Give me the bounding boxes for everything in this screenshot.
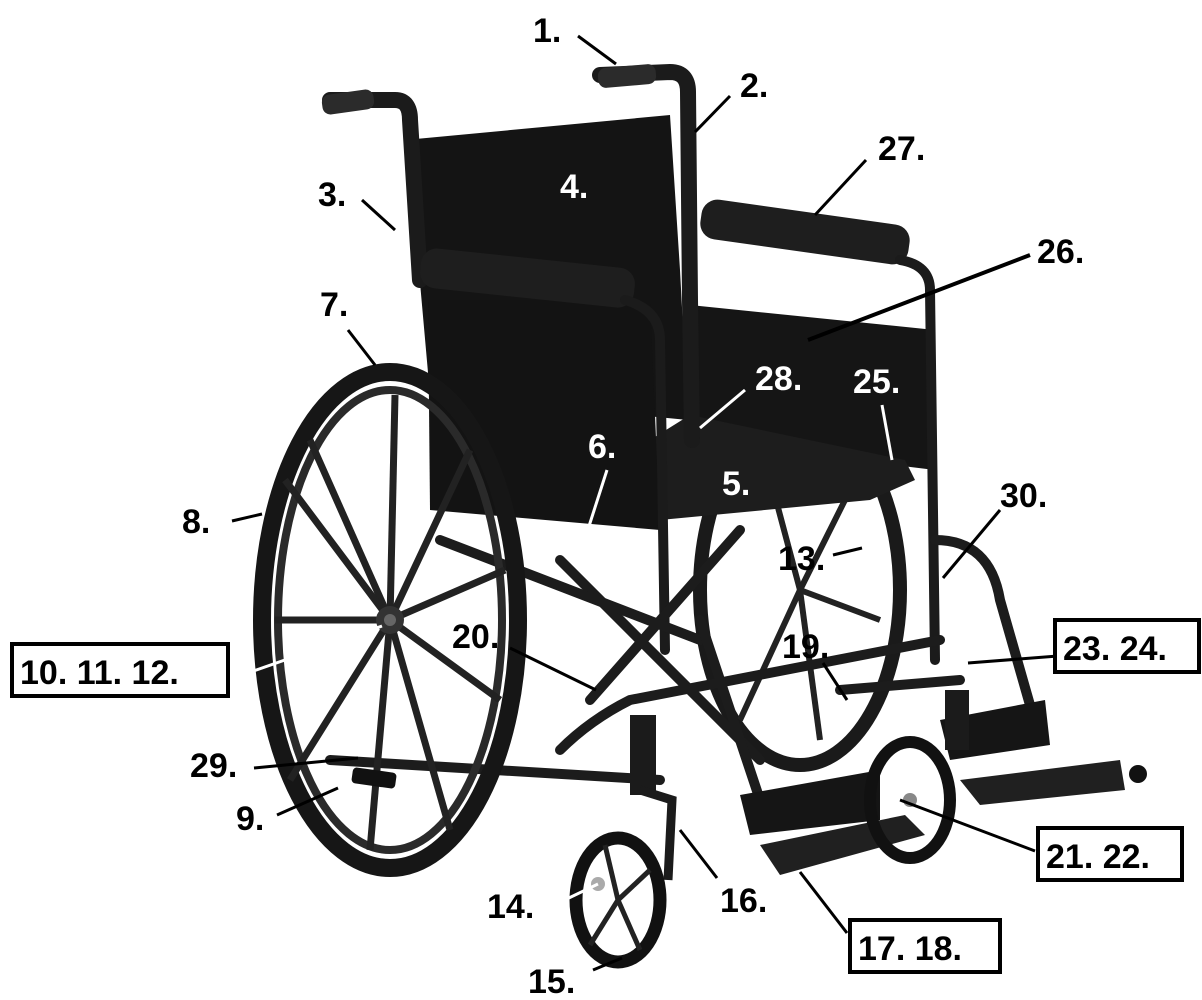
near-caster bbox=[576, 715, 672, 962]
callout-7: 7. bbox=[320, 286, 348, 324]
callout-13: 13. bbox=[778, 540, 825, 578]
callout-26: 26. bbox=[1037, 233, 1084, 271]
callout-1: 1. bbox=[533, 12, 561, 50]
far-footplate bbox=[960, 760, 1125, 805]
callout-19: 19. bbox=[782, 628, 829, 666]
leader-27 bbox=[815, 160, 866, 215]
callout-30: 30. bbox=[1000, 477, 1047, 515]
far-armrest-pad bbox=[698, 198, 912, 267]
leader-2 bbox=[695, 96, 730, 132]
callout-6: 6. bbox=[588, 428, 616, 466]
callout-14: 14. bbox=[487, 888, 534, 926]
callout-4: 4. bbox=[560, 168, 588, 206]
callout-25: 25. bbox=[853, 363, 900, 401]
leader-17-18 bbox=[800, 872, 847, 933]
callout-8: 8. bbox=[182, 503, 210, 541]
callout-3: 3. bbox=[318, 176, 346, 214]
callout-28: 28. bbox=[755, 360, 802, 398]
callout-23-24: 23. 24. bbox=[1063, 630, 1167, 668]
callout-2: 2. bbox=[740, 67, 768, 105]
callout-27: 27. bbox=[878, 130, 925, 168]
leader-8 bbox=[232, 514, 262, 521]
callout-20: 20. bbox=[452, 618, 499, 656]
leader-3 bbox=[362, 200, 395, 230]
leader-13 bbox=[833, 548, 862, 555]
callout-10-11-12: 10. 11. 12. bbox=[20, 654, 179, 692]
leader-16 bbox=[680, 830, 717, 878]
callout-29: 29. bbox=[190, 747, 237, 785]
callout-9: 9. bbox=[236, 800, 264, 838]
footrest-release-knob bbox=[1129, 765, 1147, 783]
leader-1 bbox=[578, 36, 616, 64]
footrest-hangers bbox=[700, 540, 1040, 800]
leader-7 bbox=[348, 330, 375, 365]
leader-21-22 bbox=[900, 800, 1035, 851]
callout-16: 16. bbox=[720, 882, 767, 920]
callout-21-22: 21. 22. bbox=[1046, 838, 1150, 876]
leader-19 bbox=[823, 663, 847, 700]
callout-5: 5. bbox=[722, 465, 750, 503]
callout-15: 15. bbox=[528, 963, 575, 1000]
callout-17-18: 17. 18. bbox=[858, 930, 962, 968]
wheel-lock bbox=[351, 767, 397, 789]
